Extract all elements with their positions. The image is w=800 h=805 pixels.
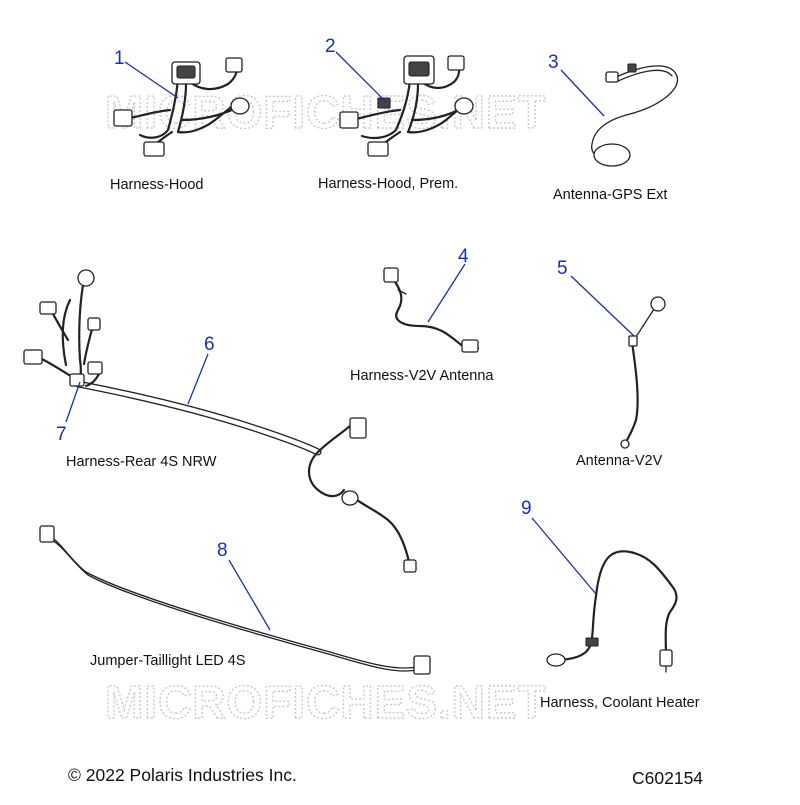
watermark-bottom: MICROFICHES.NET xyxy=(105,676,547,728)
caption-part-5: Antenna-V2V xyxy=(576,453,663,469)
leader-line-1 xyxy=(124,61,179,99)
callout-number-7: 7 xyxy=(56,424,67,445)
part-5-antenna-v2v-drawing xyxy=(620,296,666,449)
callout-number-1: 1 xyxy=(114,48,125,69)
copyright-notice: © 2022 Polaris Industries Inc. xyxy=(68,765,297,785)
part-2-harness-hood-prem-drawing xyxy=(339,55,474,157)
leader-line-8 xyxy=(228,559,271,631)
leader-line-5 xyxy=(570,275,635,337)
leader-line-2 xyxy=(335,51,387,103)
part-3-antenna-gps-ext-drawing xyxy=(591,63,679,167)
callout-number-2: 2 xyxy=(325,36,336,57)
leader-line-7 xyxy=(65,381,81,423)
caption-part-9: Harness, Coolant Heater xyxy=(540,695,700,711)
caption-part-6: Harness-Rear 4S NRW xyxy=(66,454,217,470)
callout-number-5: 5 xyxy=(557,258,568,279)
part-9-harness-coolant-heater-drawing xyxy=(546,550,678,673)
leader-line-9 xyxy=(531,517,597,595)
part-8-jumper-taillight-drawing xyxy=(39,525,431,675)
caption-part-2: Harness-Hood, Prem. xyxy=(318,176,458,192)
leader-line-6 xyxy=(187,353,209,405)
part-6-harness-rear-drawing xyxy=(23,269,417,573)
part-1-harness-hood-drawing xyxy=(113,57,250,157)
caption-part-8: Jumper-Taillight LED 4S xyxy=(90,653,246,669)
callout-number-8: 8 xyxy=(217,540,228,561)
leader-line-4 xyxy=(427,263,466,323)
callout-number-9: 9 xyxy=(521,498,532,519)
callout-number-6: 6 xyxy=(204,334,215,355)
callout-number-3: 3 xyxy=(548,52,559,73)
caption-part-3: Antenna-GPS Ext xyxy=(553,187,667,203)
callout-number-4: 4 xyxy=(458,246,469,267)
leader-line-3 xyxy=(560,69,605,117)
caption-part-4: Harness-V2V Antenna xyxy=(350,368,494,384)
part-4-harness-v2v-antenna-drawing xyxy=(383,267,480,353)
caption-part-1: Harness-Hood xyxy=(110,177,204,193)
diagram-code: C602154 xyxy=(632,768,703,788)
